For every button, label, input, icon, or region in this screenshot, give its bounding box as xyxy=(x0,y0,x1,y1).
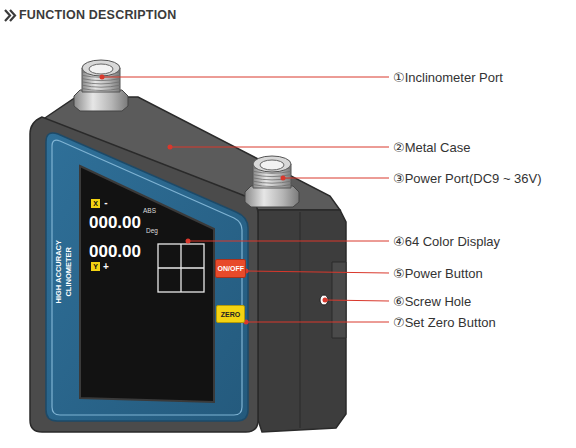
leader-dot xyxy=(100,75,105,80)
level-grid xyxy=(158,244,204,292)
leader-dot xyxy=(186,239,191,244)
port-socket xyxy=(89,64,113,74)
unit-text: Deg xyxy=(146,228,158,235)
thread-line xyxy=(253,181,291,183)
screw-hole xyxy=(320,295,328,305)
port-socket xyxy=(260,160,284,170)
axis-letter: X xyxy=(93,200,98,207)
zero-button: ZERO xyxy=(216,305,245,323)
front-panel xyxy=(46,133,248,421)
page-title: FUNCTION DESCRIPTION xyxy=(19,9,176,22)
axis-letter: Y xyxy=(93,263,98,270)
power-port xyxy=(245,156,299,207)
leader-line xyxy=(102,77,389,78)
title-icon xyxy=(5,10,15,21)
leader-line xyxy=(170,147,389,148)
axis-badge xyxy=(91,262,100,271)
port-thread xyxy=(82,72,120,91)
callout-label: ④64 Color Display xyxy=(393,235,500,248)
leader-lines xyxy=(100,75,390,325)
callout-label: ③Power Port(DC9 ~ 36V) xyxy=(393,172,542,185)
port-nut xyxy=(245,186,299,207)
case-edge xyxy=(299,212,300,428)
thread-line xyxy=(82,85,120,87)
inclinometer-port xyxy=(74,60,128,111)
button-label: ON/OFF xyxy=(218,265,244,272)
thread-line xyxy=(82,82,120,84)
sign: - xyxy=(104,198,107,208)
leader-dot xyxy=(323,298,328,303)
display-screen xyxy=(80,166,214,402)
callout-label: ⑦Set Zero Button xyxy=(393,316,496,329)
callout-label: ①Inclinometer Port xyxy=(393,71,503,84)
leader-dot xyxy=(281,176,286,181)
leader-line xyxy=(246,322,389,323)
panel-border xyxy=(52,140,242,415)
power-button: ON/OFF xyxy=(215,259,246,278)
leader-line xyxy=(246,271,389,273)
callout-label: ⑥Screw Hole xyxy=(393,295,471,308)
axis-badge xyxy=(91,199,100,208)
callout-label: ⑤Power Button xyxy=(393,267,483,280)
port-top xyxy=(82,60,120,76)
thread-line xyxy=(82,89,120,91)
leader-line xyxy=(283,178,389,179)
thread-line xyxy=(253,175,291,177)
callout-label: ②Metal Case xyxy=(393,141,470,154)
leader-line xyxy=(188,241,389,242)
level-grid-cross xyxy=(158,244,204,292)
angle-reading: 000.00 xyxy=(89,243,141,260)
mode-text: ABS xyxy=(143,208,156,215)
thread-line xyxy=(253,185,291,187)
leader-line xyxy=(325,300,389,301)
port-nut xyxy=(74,90,128,111)
case-side xyxy=(258,210,346,432)
angle-reading: 000.00 xyxy=(89,214,141,231)
case-front xyxy=(30,117,258,432)
sign: + xyxy=(103,262,109,272)
brand-text: HIGH ACCURACY xyxy=(55,240,63,303)
leader-dot xyxy=(168,145,173,150)
brand-text: CLINOMETER xyxy=(65,247,73,297)
button-label: ZERO xyxy=(221,311,240,318)
port-top xyxy=(253,156,291,172)
